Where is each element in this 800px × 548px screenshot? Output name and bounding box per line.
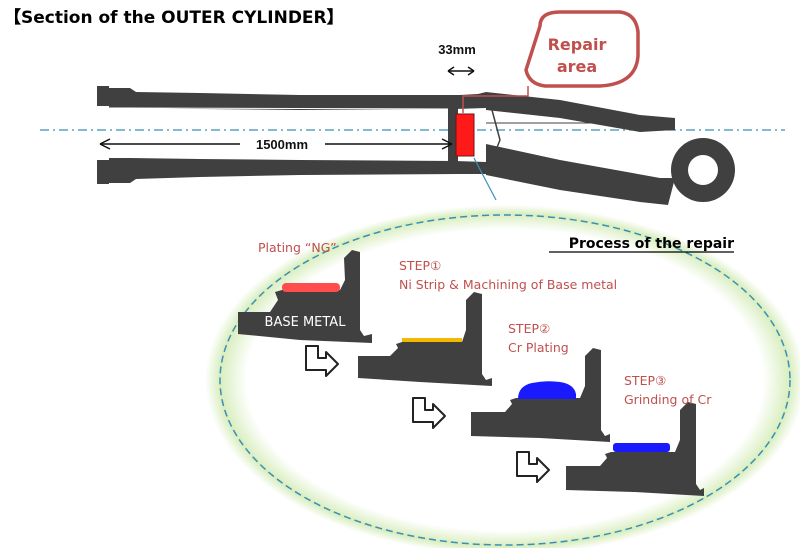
step1: STEP① Ni Strip & Machining of Base metal (305, 258, 617, 386)
step1-number: STEP① (399, 258, 441, 273)
step1-shape (358, 292, 492, 386)
initial-state: Plating “NG” BASE METAL (238, 240, 372, 343)
callout-line1: Repair (548, 35, 607, 54)
repair-area-highlight (455, 113, 475, 157)
process-glow (205, 205, 800, 548)
detail-leader (473, 157, 497, 201)
base-metal-shape (238, 250, 372, 343)
ground-cr-layer (613, 443, 670, 452)
step2-shape (471, 348, 610, 442)
callout-line2: area (557, 57, 597, 76)
repair-area-callout: Repair area (462, 10, 640, 113)
ni-layer (402, 338, 462, 342)
initial-label: Plating “NG” (258, 240, 337, 255)
step3-number: STEP③ (624, 373, 666, 388)
process-ellipse (219, 214, 791, 546)
step3-desc: Grinding of Cr (624, 392, 712, 407)
step2-number: STEP② (508, 321, 550, 336)
width-label: 33mm (438, 42, 476, 57)
length-dimension: 1500mm (99, 137, 453, 152)
diagram-title: 【Section of the OUTER CYLINDER】 (4, 7, 344, 28)
outer-cylinder-section (97, 86, 735, 205)
step3: STEP③ Grinding of Cr (516, 373, 712, 496)
step1-desc: Ni Strip & Machining of Base metal (399, 277, 617, 292)
length-label: 1500mm (256, 137, 308, 152)
ng-plating-layer (282, 283, 340, 292)
process-heading: Process of the repair (569, 236, 734, 252)
step3-shape (566, 402, 704, 496)
base-metal-label: BASE METAL (265, 315, 347, 330)
step2-desc: Cr Plating (508, 340, 569, 355)
step2: STEP② Cr Plating (412, 321, 610, 442)
cr-plating-layer (518, 381, 576, 399)
width-dimension: 33mm (438, 42, 476, 76)
